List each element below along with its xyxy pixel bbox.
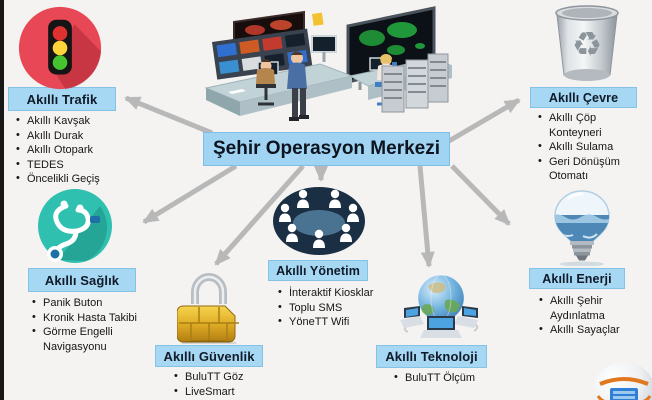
list-item: Toplu SMS <box>276 300 396 316</box>
label-akilli-trafik: Akıllı Trafik <box>8 87 116 111</box>
meeting-table-icon <box>272 186 367 262</box>
label-akilli-enerji: Akıllı Enerji <box>529 268 625 289</box>
list-item: Panik Buton <box>30 295 155 311</box>
list-item: LiveSmart <box>172 384 282 400</box>
globe-network-icon <box>398 272 484 347</box>
guvenlik-item-list: BuluTT Göz LiveSmart <box>172 369 282 400</box>
label-text: Akıllı Çevre <box>548 90 619 105</box>
label-text: Akıllı Trafik <box>26 91 98 107</box>
label-text: Akıllı Teknoloji <box>385 349 478 364</box>
list-item: Akıllı Sayaçlar <box>537 322 637 338</box>
list-item: Geri Dönüşüm Otomatı <box>536 154 641 184</box>
list-item: Kronik Hasta Takibi <box>30 310 155 326</box>
label-text: Akıllı Yönetim <box>276 263 360 278</box>
list-item: Öncelikli Geçiş <box>14 171 134 187</box>
list-item: TEDES <box>14 157 134 173</box>
label-akilli-teknoloji: Akıllı Teknoloji <box>376 345 487 368</box>
recycle-bin-icon: ♻ <box>549 3 625 90</box>
water-bulb-icon <box>539 188 625 271</box>
enerji-item-list: Akıllı Şehir Aydınlatma Akıllı Sayaçlar <box>537 293 637 338</box>
label-text: Akıllı Enerji <box>542 271 612 286</box>
label-akilli-cevre: Akıllı Çevre <box>530 87 637 108</box>
label-text: Akıllı Güvenlik <box>163 348 255 364</box>
saglik-item-list: Panik Buton Kronik Hasta Takibi Görme En… <box>30 295 155 354</box>
label-akilli-yonetim: Akıllı Yönetim <box>268 260 368 281</box>
padlock-icon <box>176 266 241 349</box>
control-room-illustration <box>200 0 454 137</box>
center-title: Şehir Operasyon Merkezi <box>203 132 450 166</box>
list-item: Akıllı Kavşak <box>14 113 134 129</box>
list-item: İnteraktif Kiosklar <box>276 285 396 301</box>
trafik-item-list: Akıllı Kavşak Akıllı Durak Akıllı Otopar… <box>14 113 134 187</box>
center-title-text: Şehir Operasyon Merkezi <box>212 138 441 159</box>
svg-text:♻: ♻ <box>572 25 602 65</box>
yonetim-item-list: İnteraktif Kiosklar Toplu SMS YöneTT Wif… <box>276 285 396 330</box>
list-item: BuluTT Ölçüm <box>392 370 502 386</box>
list-item: Akıllı Çöp Konteyneri <box>536 110 641 140</box>
list-item: BuluTT Göz <box>172 369 282 385</box>
cevre-item-list: Akıllı Çöp Konteyneri Akıllı Sulama Geri… <box>536 110 641 184</box>
label-text: Akıllı Sağlık <box>44 272 120 288</box>
list-item: Akıllı Sulama <box>536 139 641 155</box>
corner-logo <box>592 362 652 400</box>
teknoloji-item-list: BuluTT Ölçüm <box>392 370 502 386</box>
stethoscope-icon <box>28 188 123 271</box>
list-item: YöneTT Wifi <box>276 314 396 330</box>
list-item: Akıllı Durak <box>14 128 134 144</box>
list-item: Akıllı Otopark <box>14 142 134 158</box>
label-akilli-guvenlik: Akıllı Güvenlik <box>155 345 263 367</box>
frame-edge <box>0 0 4 400</box>
traffic-light-icon <box>15 6 105 95</box>
label-akilli-saglik: Akıllı Sağlık <box>28 268 136 292</box>
list-item: Akıllı Şehir Aydınlatma <box>537 293 637 323</box>
list-item: Görme Engelli Navigasyonu <box>30 324 155 354</box>
